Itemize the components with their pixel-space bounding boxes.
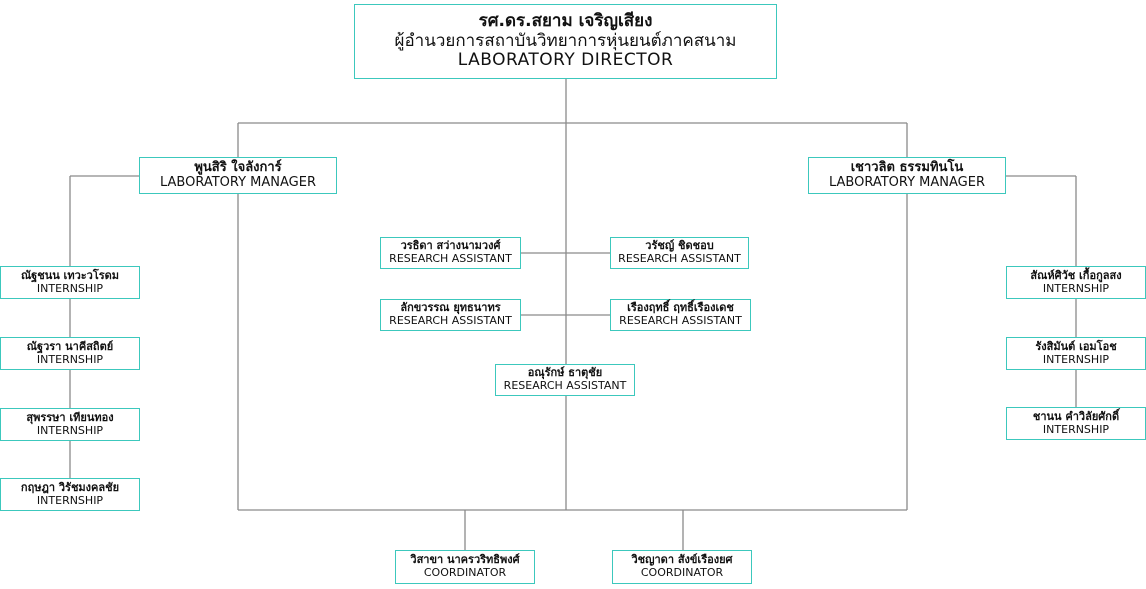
research-assistant-box: วรัชญ์ ชิดชอบ RESEARCH ASSISTANT [610,237,749,269]
intern-name: รังสิมันต์ เอมโอช [1035,339,1117,353]
coordinator-name: วิสาขา นาครวริทธิพงศ์ [410,553,520,567]
intern-name: สัณห์ศิวัช เกื้อกูลสง [1030,268,1122,282]
intern-name: สุพรรษา เทียนทอง [26,410,114,424]
research-assistant-name: วรัชญ์ ชิดชอบ [645,239,714,253]
intern-box-left: สุพรรษา เทียนทอง INTERNSHIP [0,408,140,441]
intern-name: ชานน คำวิลัยศักดิ์ [1032,409,1120,423]
intern-box-left: ณัฐชนน เทวะวโรดม INTERNSHIP [0,266,140,299]
intern-role: INTERNSHIP [36,352,104,366]
research-assistant-role: RESEARCH ASSISTANT [503,379,627,392]
intern-role: INTERNSHIP [36,281,104,295]
research-assistant-name: อณุรักษ์ ธาตุชัย [527,366,603,380]
manager-name: พูนสิริ ใจลังการ์ [194,159,282,175]
research-assistant-role: RESEARCH ASSISTANT [389,252,512,265]
intern-role: INTERNSHIP [36,423,104,437]
research-assistant-box: เรืองฤทธิ์ ฤทธิ์เรืองเดช RESEARCH ASSIST… [610,299,751,331]
coordinator-role: COORDINATOR [640,566,724,579]
manager-role: LABORATORY MANAGER [159,174,316,190]
manager-name: เชาวลิต ธรรมทินโน [850,159,964,175]
director-role: LABORATORY DIRECTOR [457,50,674,71]
research-assistant-role: RESEARCH ASSISTANT [619,314,742,327]
research-assistant-role: RESEARCH ASSISTANT [389,314,512,327]
coordinator-role: COORDINATOR [423,566,507,579]
research-assistant-role: RESEARCH ASSISTANT [618,252,741,265]
manager-role: LABORATORY MANAGER [828,174,985,190]
manager-box-right: เชาวลิต ธรรมทินโน LABORATORY MANAGER [808,157,1006,194]
intern-role: INTERNSHIP [1042,352,1110,366]
intern-name: ณัฐชนน เทวะวโรดม [20,268,120,282]
research-assistant-name: เรืองฤทธิ์ ฤทธิ์เรืองเดช [627,301,734,315]
research-assistant-box: อณุรักษ์ ธาตุชัย RESEARCH ASSISTANT [495,364,635,396]
intern-box-right: รังสิมันต์ เอมโอช INTERNSHIP [1006,337,1146,370]
coordinator-box: วิชญาดา สังข์เรืองยศ COORDINATOR [612,550,752,584]
research-assistant-name: วรธิดา สว่างนามวงศ์ [400,239,501,253]
research-assistant-box: วรธิดา สว่างนามวงศ์ RESEARCH ASSISTANT [380,237,521,269]
intern-name: กฤษฎา วิรัชมงคลชัย [20,480,120,494]
intern-box-left: กฤษฎา วิรัชมงคลชัย INTERNSHIP [0,478,140,511]
director-box: รศ.ดร.สยาม เจริญเสียง ผู้อำนวยการสถาบันว… [354,4,777,79]
coordinator-box: วิสาขา นาครวริทธิพงศ์ COORDINATOR [395,550,535,584]
research-assistant-box: ลักขวรรณ ยุทธนาทร RESEARCH ASSISTANT [380,299,521,331]
intern-box-right: ชานน คำวิลัยศักดิ์ INTERNSHIP [1006,407,1146,440]
director-org: ผู้อำนวยการสถาบันวิทยาการหุ่นยนต์ภาคสนาม [394,30,737,51]
intern-role: INTERNSHIP [1042,422,1110,436]
research-assistant-name: ลักขวรรณ ยุทธนาทร [400,301,501,315]
intern-box-left: ณัฐวรา นาคีสถิตย์ INTERNSHIP [0,337,140,370]
coordinator-name: วิชญาดา สังข์เรืองยศ [631,553,733,567]
intern-role: INTERNSHIP [1042,281,1110,295]
intern-role: INTERNSHIP [36,493,104,507]
intern-box-right: สัณห์ศิวัช เกื้อกูลสง INTERNSHIP [1006,266,1146,299]
director-name: รศ.ดร.สยาม เจริญเสียง [478,11,653,32]
manager-box-left: พูนสิริ ใจลังการ์ LABORATORY MANAGER [139,157,337,194]
intern-name: ณัฐวรา นาคีสถิตย์ [26,339,114,353]
